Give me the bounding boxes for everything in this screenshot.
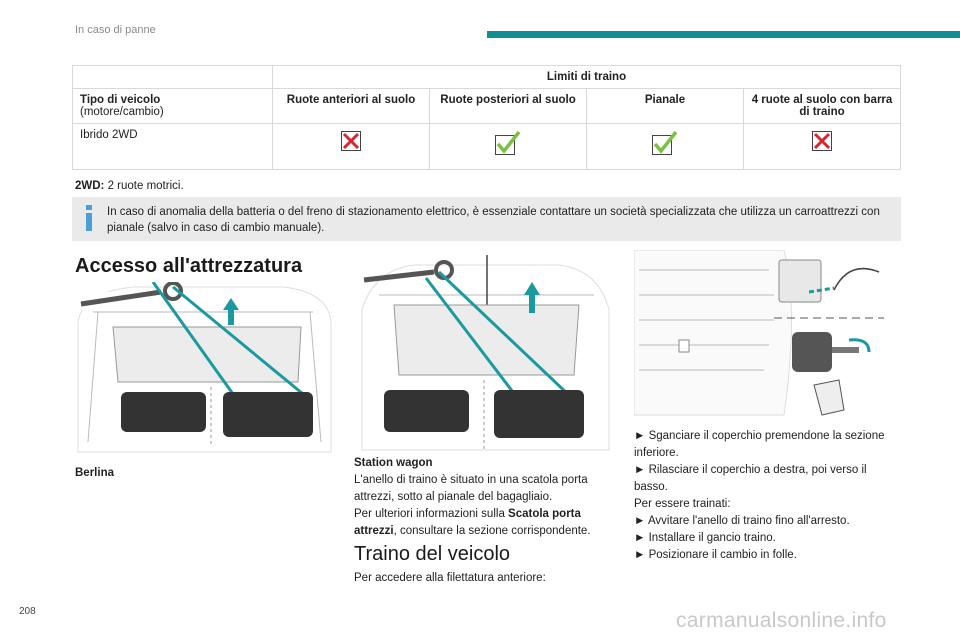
access-heading: Accesso all'attrezzatura [75,255,303,277]
header-accent-bar [487,31,960,38]
step-text: Rilasciare il coperchio a destra, poi ve… [634,464,867,493]
row-cell-front [272,123,430,170]
step-text: Avvitare l'anello di traino fino all'arr… [647,515,850,527]
table-row: Ibrido 2WD [72,123,901,170]
towing-steps: ► Sganciare il coperchio premendone la s… [634,428,896,564]
towing-intro: Per accedere alla filettatura anteriore: [354,572,546,584]
step-item: ► Rilasciare il coperchio a destra, poi … [634,462,896,496]
section-title: In caso di panne [75,24,156,36]
step-text: Installare il gancio traino. [648,532,776,544]
step-item: ► Sganciare il coperchio premendone la s… [634,428,896,462]
sw-text-2-post: , consultare la sezione corrispondente. [393,525,591,537]
sw-caption-title: Station wagon [354,457,433,469]
check-icon [495,131,521,155]
berlina-caption-text: Berlina [75,467,114,479]
sw-text-2-pre: Per ulteriori informazioni sulla [354,508,509,520]
towing-heading: Traino del veicolo [354,543,511,565]
col-header-towbar: 4 ruote al suolo con barra di traino [743,88,901,124]
bullet-icon: ► [634,532,646,544]
bullet-icon: ► [634,515,646,527]
berlina-trunk-illustration [77,282,332,453]
step-text: Sganciare il coperchio premendone la sez… [634,430,885,459]
step-item: ► Posizionare il cambio in folle. [634,547,896,564]
towing-limits-table: Limiti di traino Tipo di veicolo (motore… [72,65,901,170]
vehicle-col-label: Tipo di veicolo [80,94,161,106]
note-2wd: 2WD: 2 ruote motrici. [75,180,184,192]
vehicle-col-sub: (motore/cambio) [80,106,164,118]
check-icon [652,131,678,155]
step-text: Posizionare il cambio in folle. [648,549,797,561]
table-vehicle-header: Tipo di veicolo (motore/cambio) [72,88,273,124]
cross-icon [812,131,832,151]
info-box: In caso di anomalia della batteria o del… [72,197,901,241]
bullet-icon: ► [634,464,646,476]
berlina-caption: Berlina [75,465,114,482]
cross-icon [341,131,361,151]
info-text: In caso di anomalia della batteria o del… [107,206,880,234]
station-wagon-trunk-illustration [361,255,610,451]
sw-text-2-bold: Scatola porta attrezzi [354,508,581,537]
col-header-flatbed: Pianale [586,88,744,124]
note-text: 2 ruote motrici. [104,180,184,192]
bullet-icon: ► [634,430,646,442]
row-cell-towbar [743,123,901,170]
note-term: 2WD: [75,180,105,192]
info-icon [86,205,92,231]
step-item: ► Avvitare l'anello di traino fino all'a… [634,513,896,530]
table-group-header: Limiti di traino [272,65,901,89]
table-group-header-row: Limiti di traino [72,65,901,89]
page-number: 208 [19,606,36,617]
col-header-rear: Ruote posteriori al suolo [429,88,587,124]
row-cell-flatbed [586,123,744,170]
table-empty-cell [72,65,273,89]
sw-text-1: L'anello di traino è situato in una scat… [354,474,588,503]
front-tow-eye-illustration [634,250,884,416]
row-vehicle-cell: Ibrido 2WD [72,123,273,170]
station-wagon-caption: Station wagon L'anello di traino è situa… [354,455,616,540]
step-item: ► Installare il gancio traino. [634,530,896,547]
col-header-front: Ruote anteriori al suolo [272,88,430,124]
bullet-icon: ► [634,549,646,561]
table-header-row: Tipo di veicolo (motore/cambio) Ruote an… [72,88,901,124]
row-cell-rear [429,123,587,170]
steps-label: Per essere trainati: [634,498,731,510]
watermark: carmanualsonline.info [676,609,887,632]
